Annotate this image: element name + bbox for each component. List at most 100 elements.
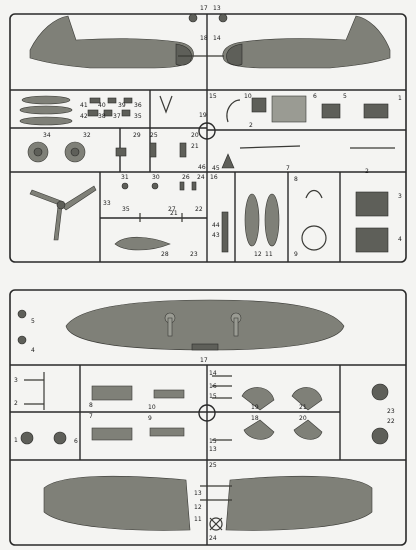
- engine-fan-bottom: [200, 485, 232, 531]
- bottom-part-number-12: 12: [194, 504, 202, 511]
- top-part-number-15: 15: [209, 93, 217, 100]
- bottom-part-number-10: 10: [148, 404, 156, 411]
- top-part-number-26: 26: [182, 174, 190, 181]
- top-part-number-44: 44: [212, 222, 220, 229]
- bottom-part-number-21: 21: [299, 404, 307, 411]
- top-part-number-43: 43: [212, 232, 220, 239]
- bottom-part-number-20: 20: [299, 415, 307, 422]
- bomb-pair: [244, 193, 280, 247]
- top-part-number-21: 21: [170, 210, 178, 217]
- wing-lower-right: [225, 475, 373, 531]
- top-part-number-46: 46: [198, 164, 206, 171]
- top-part-number-36: 36: [134, 102, 142, 109]
- top-part-number-11: 11: [265, 251, 273, 258]
- top-part-number-4: 4: [398, 236, 402, 243]
- top-part-number-10: 10: [244, 93, 252, 100]
- top-part-number-29: 29: [133, 132, 141, 139]
- bottom-part-number-6: 6: [74, 438, 78, 445]
- top-part-number-34: 34: [43, 132, 51, 139]
- top-part-number-13: 13: [213, 5, 221, 12]
- top-part-number-19: 19: [199, 112, 207, 119]
- top-part-number-45: 45: [212, 165, 220, 172]
- top-part-number-23: 23: [190, 251, 198, 258]
- wing-upper: [65, 299, 345, 351]
- bottom-part-number-2: 2: [14, 400, 18, 407]
- bottom-part-number-7: 7: [89, 413, 93, 420]
- bottom-part-number-13: 13: [209, 446, 217, 453]
- bottom-part-number-3: 3: [14, 377, 18, 384]
- top-part-number-38: 38: [98, 113, 106, 120]
- top-part-number-9: 9: [294, 251, 298, 258]
- top-part-number-33: 33: [103, 200, 111, 207]
- top-part-number-6: 6: [313, 93, 317, 100]
- sprue-frame-top: [9, 13, 407, 263]
- top-part-number-18: 18: [200, 35, 208, 42]
- top-part-number-16: 16: [210, 174, 218, 181]
- landing-gear-struts: [20, 372, 67, 445]
- top-part-number-41: 41: [80, 102, 88, 109]
- top-part-number-14: 14: [213, 35, 221, 42]
- top-part-number-31: 31: [121, 174, 129, 181]
- bottom-part-number-18: 18: [251, 415, 259, 422]
- bottom-part-number-9: 9: [148, 415, 152, 422]
- rudder-pedals: [371, 383, 389, 445]
- bottom-part-number-15: 15: [209, 438, 217, 445]
- top-part-number-1: 1: [398, 95, 402, 102]
- tail-wheel-pair: [188, 13, 228, 23]
- bottom-part-number-15: 15: [209, 393, 217, 400]
- bottom-part-number-13: 13: [194, 490, 202, 497]
- wing-lower-left: [43, 475, 191, 531]
- bottom-part-number-1: 1: [14, 437, 18, 444]
- top-part-number-2: 2: [249, 122, 253, 129]
- radial-engine-pair: [27, 141, 235, 169]
- main-wheels: [17, 309, 27, 345]
- top-part-number-40: 40: [98, 102, 106, 109]
- bottom-part-number-19: 19: [251, 404, 259, 411]
- top-part-number-24: 24: [197, 174, 205, 181]
- tailplanes: [241, 387, 323, 440]
- propeller: [29, 185, 97, 241]
- top-part-number-22: 22: [195, 206, 203, 213]
- top-part-number-25: 25: [150, 132, 158, 139]
- top-part-number-35: 35: [122, 206, 130, 213]
- flaps-and-struts: [91, 375, 232, 441]
- top-part-number-28: 28: [161, 251, 169, 258]
- bottom-part-number-14: 14: [209, 370, 217, 377]
- fuselage-right-half: [207, 15, 391, 69]
- top-part-number-32: 32: [83, 132, 91, 139]
- top-part-number-17: 17: [200, 5, 208, 12]
- bottom-part-number-8: 8: [89, 402, 93, 409]
- top-part-number-35: 35: [134, 113, 142, 120]
- top-part-number-12: 12: [254, 251, 262, 258]
- sprue-frame-bottom: [9, 289, 407, 546]
- top-part-number-7: 7: [286, 165, 290, 172]
- bottom-part-number-5: 5: [31, 318, 35, 325]
- top-part-number-21: 21: [191, 143, 199, 150]
- top-part-number-27: 27: [168, 206, 176, 213]
- top-part-number-37: 37: [113, 113, 121, 120]
- bottom-part-number-17: 17: [200, 357, 208, 364]
- bottom-part-number-16: 16: [209, 383, 217, 390]
- bottom-part-number-22: 22: [387, 418, 395, 425]
- cowling-panels: [301, 189, 389, 253]
- drop-tanks: [19, 95, 173, 126]
- bottom-part-number-4: 4: [31, 347, 35, 354]
- top-part-number-20: 20: [191, 132, 199, 139]
- spinner-and-small-parts: [114, 181, 229, 253]
- bottom-part-number-11: 11: [194, 516, 202, 523]
- fuselage-left-half: [29, 15, 207, 69]
- top-part-number-5: 5: [343, 93, 347, 100]
- bottom-part-number-24: 24: [209, 535, 217, 542]
- cockpit-parts: [226, 95, 395, 149]
- top-part-number-3: 3: [398, 193, 402, 200]
- top-part-number-42: 42: [80, 113, 88, 120]
- top-part-number-39: 39: [118, 102, 126, 109]
- top-part-number-8: 8: [294, 176, 298, 183]
- bottom-part-number-23: 23: [387, 408, 395, 415]
- bottom-part-number-25: 25: [209, 462, 217, 469]
- top-part-number-30: 30: [152, 174, 160, 181]
